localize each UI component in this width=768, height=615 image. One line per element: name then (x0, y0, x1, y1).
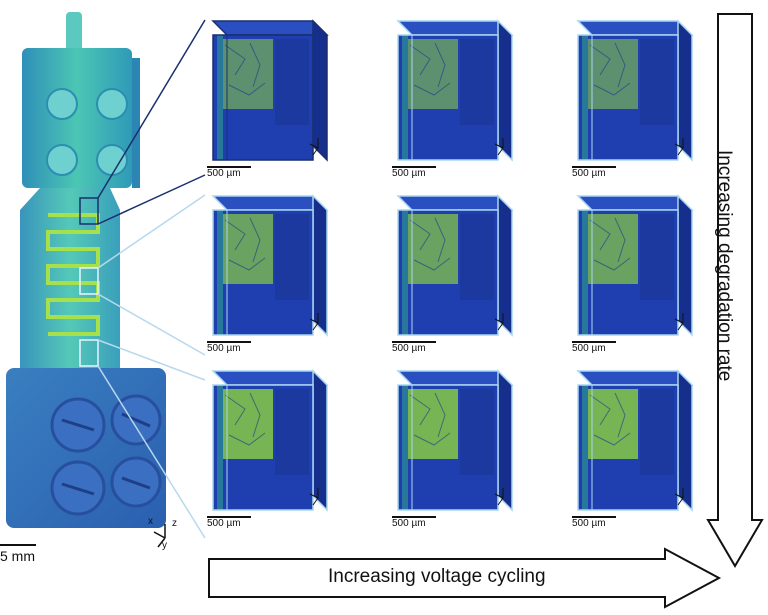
tile-axes-icon (309, 313, 319, 331)
voltage-arrow (208, 547, 722, 609)
tile-axes-icon (674, 313, 684, 331)
serpentine-channel (46, 213, 100, 336)
tile-scale-label: 500 µm (392, 518, 426, 529)
device-axis-z: z (172, 518, 177, 529)
tomography-tile: 500 µm (205, 15, 335, 180)
zoom-box-2 (79, 267, 99, 295)
tile-scale-bar (207, 516, 251, 518)
tile-volume (576, 369, 694, 512)
tile-scale-bar (572, 166, 616, 168)
tile-volume (396, 194, 514, 337)
tomography-tile: 500 µm (205, 365, 335, 530)
tile-volume (211, 194, 329, 337)
tile-volume (396, 19, 514, 162)
device-scale-label: 5 mm (0, 548, 35, 564)
tile-axes-icon (494, 488, 504, 506)
device-render (6, 12, 166, 528)
tomography-tile: 500 µm (570, 190, 700, 355)
device-axis-y: y (162, 540, 167, 551)
tile-scale-bar (207, 166, 251, 168)
tile-scale-label: 500 µm (207, 168, 241, 179)
tile-axes-icon (494, 138, 504, 156)
tile-scale-bar (207, 341, 251, 343)
tile-scale-label: 500 µm (207, 518, 241, 529)
tile-scale-bar (392, 341, 436, 343)
screw-icon (46, 88, 78, 120)
tile-scale-bar (392, 516, 436, 518)
voltage-label: Increasing voltage cycling (328, 566, 546, 587)
device-scale-bar (0, 544, 36, 546)
tile-axes-icon (674, 488, 684, 506)
device-axis-x: x (148, 516, 153, 527)
tile-volume (211, 19, 329, 162)
tomography-tile: 500 µm (570, 15, 700, 180)
degradation-arrow (706, 13, 764, 568)
tile-volume (211, 369, 329, 512)
tile-scale-label: 500 µm (572, 343, 606, 354)
tile-scale-bar (572, 516, 616, 518)
tile-axes-icon (674, 138, 684, 156)
tile-scale-label: 500 µm (392, 168, 426, 179)
screw-icon (46, 144, 78, 176)
tile-scale-label: 500 µm (392, 343, 426, 354)
tile-volume (576, 19, 694, 162)
tomography-tile: 500 µm (390, 190, 520, 355)
tile-scale-label: 500 µm (572, 518, 606, 529)
tile-axes-icon (494, 313, 504, 331)
screw-icon (96, 88, 128, 120)
tile-scale-bar (392, 166, 436, 168)
device-axes-icon (153, 524, 166, 548)
tile-scale-label: 500 µm (572, 168, 606, 179)
zoom-box-3 (79, 339, 99, 367)
tomography-tile: 500 µm (205, 190, 335, 355)
tile-axes-icon (309, 488, 319, 506)
tile-scale-label: 500 µm (207, 343, 241, 354)
tile-volume (576, 194, 694, 337)
tomography-tile: 500 µm (570, 365, 700, 530)
degradation-label: Increasing degradation rate (714, 150, 735, 382)
tile-scale-bar (572, 341, 616, 343)
tile-volume (396, 369, 514, 512)
device-nozzle (66, 12, 82, 52)
tomography-tile: 500 µm (390, 365, 520, 530)
tomography-tile: 500 µm (390, 15, 520, 180)
tile-axes-icon (309, 138, 319, 156)
zoom-box-1 (79, 197, 99, 225)
